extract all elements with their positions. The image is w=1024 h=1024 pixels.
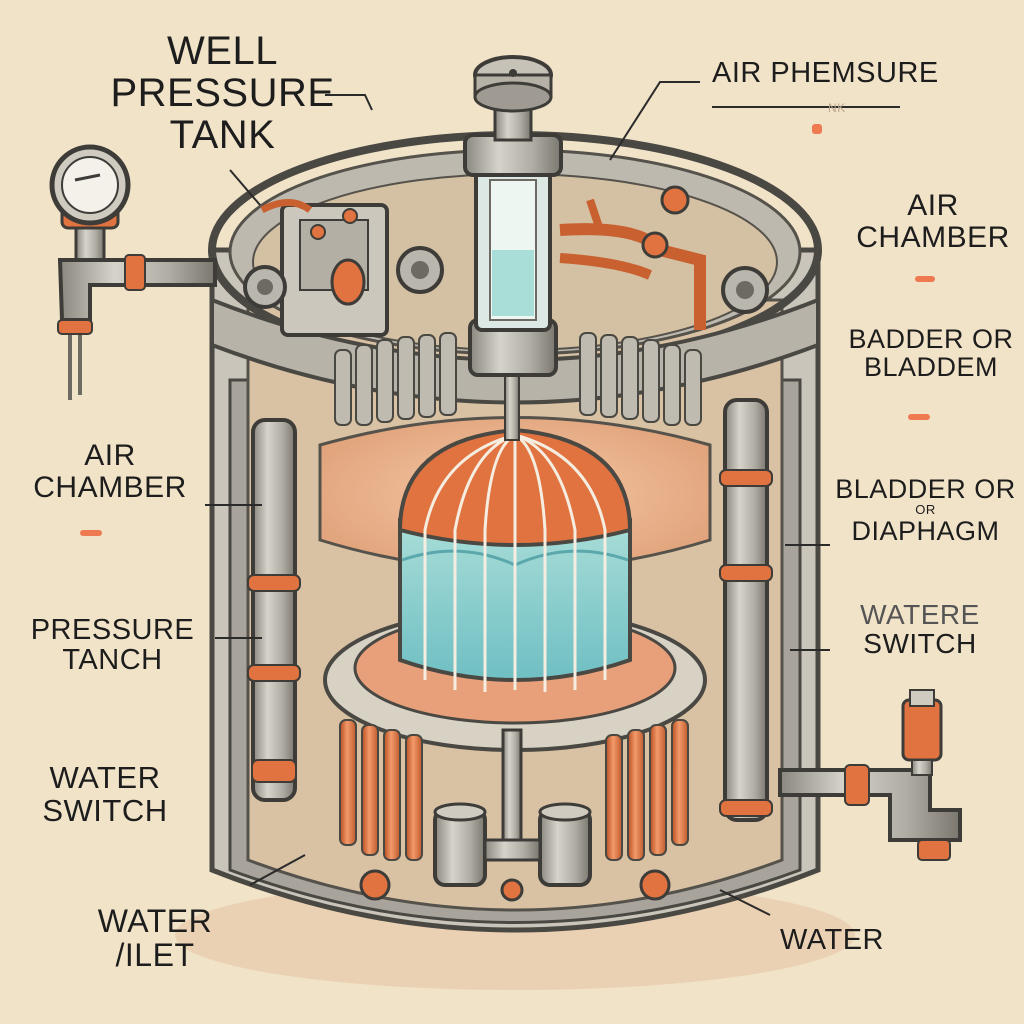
label-air-chamber-left: AIR CHAMBER [25, 440, 195, 503]
faucet-icon [57, 226, 217, 400]
label-bladder-or-diaphagm: BLADDER OR OR DIAPHAGM [828, 474, 1023, 546]
label-line: CHAMBER [33, 470, 187, 504]
label-line: WATER [49, 760, 161, 795]
upper-components [243, 185, 769, 426]
label-air-chamber-right: AIR CHAMBER [848, 190, 1018, 253]
label-badder-or-bladdem: BADDER OR BLADDEM [842, 325, 1020, 382]
leader-lines [205, 81, 900, 916]
valve-knob-icon [473, 55, 553, 113]
right-pipe [719, 398, 773, 822]
label-water-bottom: WATER [780, 924, 884, 956]
label-line: AIR [84, 439, 136, 472]
label-line: WATER [97, 903, 213, 939]
label-well-pressure-tank: WELL PRESSURE TANK [100, 30, 345, 156]
pressure-gauge-icon [49, 144, 131, 230]
faucet-icon [778, 689, 962, 861]
label-water-switch-left: WATER SWITCH [25, 760, 185, 828]
label-pressure-tanch: PRESSURE TANCH [20, 615, 205, 676]
label-line: WATERE [860, 599, 980, 630]
label-line: WELL [167, 29, 278, 73]
label-line: CHAMBER [856, 220, 1010, 254]
label-line: SWITCH [42, 792, 168, 828]
accent-dot [915, 276, 935, 282]
accent-dot [80, 530, 102, 536]
label-line: PRESSURE [30, 614, 195, 646]
label-line: PRESSURE [110, 71, 335, 115]
label-air-phemsure: AIR PHEMSURE [712, 57, 939, 89]
label-nk: NK [828, 101, 846, 115]
bladder-chamber [318, 416, 712, 752]
label-line: OR [915, 502, 936, 518]
label-line: AIR [907, 189, 959, 222]
label-watere-switch: WATERE SWITCH [840, 600, 1000, 659]
left-pipe [247, 418, 301, 802]
label-line: /ILET [115, 936, 195, 973]
label-line: BADDER OR [848, 324, 1014, 354]
accent-dot [812, 124, 822, 134]
label-water-inlet: WATER /ILET [75, 903, 235, 973]
label-line: DIAPHAGM [851, 515, 1000, 546]
label-line: TANCH [62, 644, 163, 677]
label-line: TANK [169, 113, 276, 157]
label-line: SWITCH [863, 628, 977, 660]
label-line: BLADDER OR [835, 474, 1016, 504]
bottom-canisters [359, 728, 671, 902]
lower-fins [339, 719, 689, 861]
sight-glass-column [463, 55, 563, 441]
accent-dot [908, 414, 930, 420]
label-line: BLADDEM [863, 352, 999, 383]
